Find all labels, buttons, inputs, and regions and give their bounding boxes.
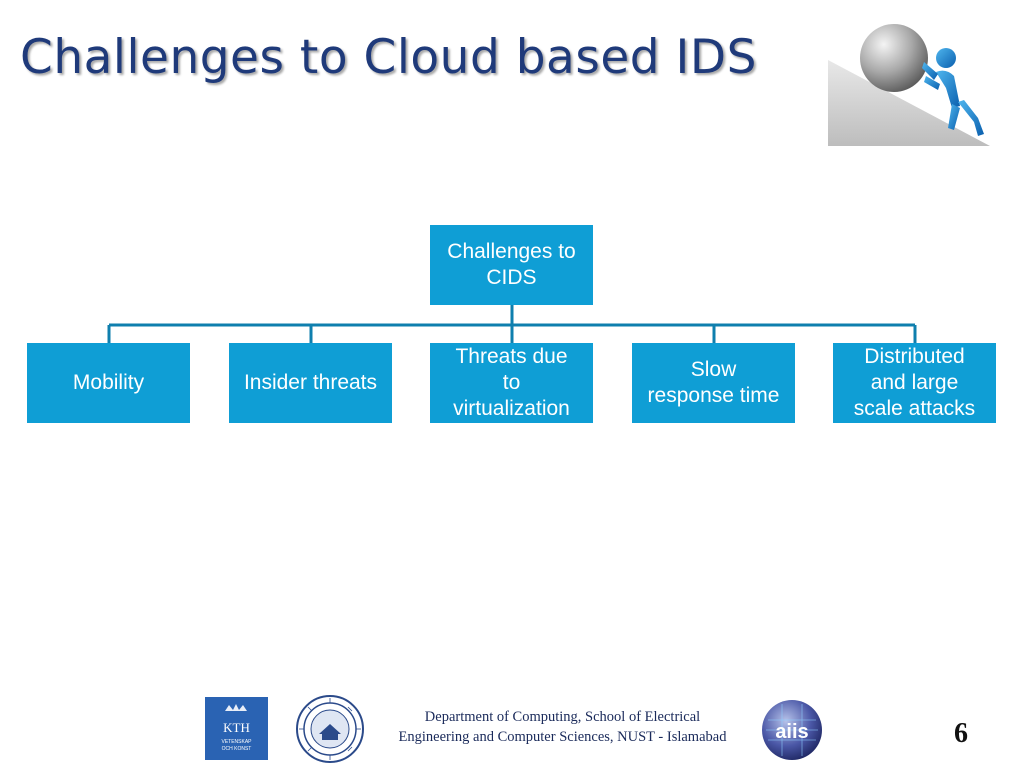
svg-text:OCH KONST: OCH KONST [222,746,252,752]
nust-seal-logo [296,695,364,763]
root-node: Challenges to CIDS [430,225,593,305]
child-node-slow-response: Slow response time [632,343,795,423]
slide-title: Challenges to Cloud based IDS [20,30,757,85]
svg-text:aiis: aiis [775,721,808,743]
child-node-distributed-attacks: Distributed and large scale attacks [833,343,996,423]
kth-logo: KTH VETENSKAP OCH KONST [205,697,268,760]
page-number: 6 [954,718,968,749]
aiis-logo: aiis [762,700,822,760]
person-pushing-ball-icon [828,24,990,146]
footer-department-text: Department of Computing, School of Elect… [398,709,727,745]
child-node-mobility: Mobility [27,343,190,423]
child-node-insider-threats: Insider threats [229,343,392,423]
svg-text:KTH: KTH [223,720,250,735]
svg-text:VETENSKAP: VETENSKAP [221,739,252,745]
child-node-virtualization: Threats due to virtualization [430,343,593,423]
